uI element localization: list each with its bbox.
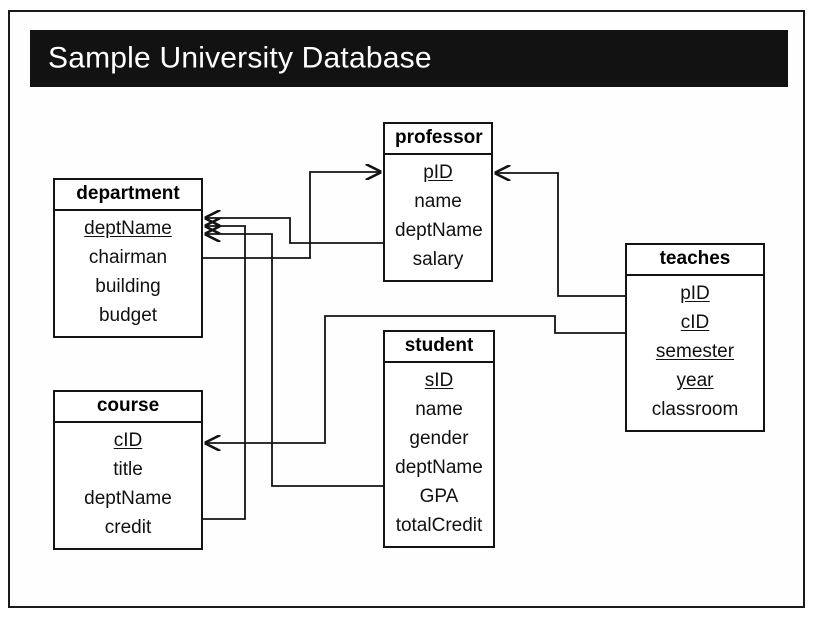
attribute-department-building: building [95, 276, 161, 297]
entity-title-teaches: teaches [627, 245, 763, 276]
attribute-student-gender: gender [409, 428, 469, 449]
attribute-department-chairman: chairman [88, 247, 168, 268]
attribute-student-gpa: GPA [419, 486, 459, 507]
attribute-teaches-pid: pID [680, 283, 710, 304]
attribute-student-deptname: deptName [395, 457, 483, 478]
page-title: Sample University Database [48, 40, 432, 74]
attribute-department-budget: budget [98, 305, 158, 326]
entity-student[interactable]: student sID name gender deptName GPA tot… [383, 330, 495, 548]
attribute-student-name: name [415, 399, 463, 420]
entity-attributes-department: deptName chairman building budget [55, 211, 201, 336]
entity-course[interactable]: course cID title deptName credit [53, 390, 203, 550]
entity-professor[interactable]: professor pID name deptName salary [383, 122, 493, 282]
entity-title-department: department [55, 180, 201, 211]
entity-attributes-teaches: pID cID semester year classroom [627, 276, 763, 430]
entity-attributes-course: cID title deptName credit [55, 423, 201, 548]
attribute-professor-salary: salary [412, 249, 464, 270]
entity-attributes-professor: pID name deptName salary [385, 155, 491, 280]
entity-title-professor: professor [385, 124, 491, 155]
attribute-student-sid: sID [424, 370, 454, 391]
entity-title-student: student [385, 332, 493, 363]
attribute-teaches-semester: semester [655, 341, 735, 362]
attribute-professor-pid: pID [423, 162, 453, 183]
entity-department[interactable]: department deptName chairman building bu… [53, 178, 203, 338]
attribute-teaches-classroom: classroom [651, 399, 739, 420]
attribute-professor-name: name [414, 191, 462, 212]
entity-attributes-student: sID name gender deptName GPA totalCredit [385, 363, 493, 546]
attribute-course-deptname: deptName [84, 488, 172, 509]
attribute-teaches-year: year [676, 370, 714, 391]
entity-teaches[interactable]: teaches pID cID semester year classroom [625, 243, 765, 432]
entity-title-course: course [55, 392, 201, 423]
attribute-course-credit: credit [104, 517, 152, 538]
attribute-course-title: title [113, 459, 143, 480]
attribute-department-deptname: deptName [84, 218, 172, 239]
attribute-course-cid: cID [113, 430, 143, 451]
attribute-student-totalcredit: totalCredit [395, 515, 483, 536]
attribute-professor-deptname: deptName [395, 220, 483, 241]
title-band: Sample University Database [30, 30, 788, 87]
attribute-teaches-cid: cID [680, 312, 710, 333]
